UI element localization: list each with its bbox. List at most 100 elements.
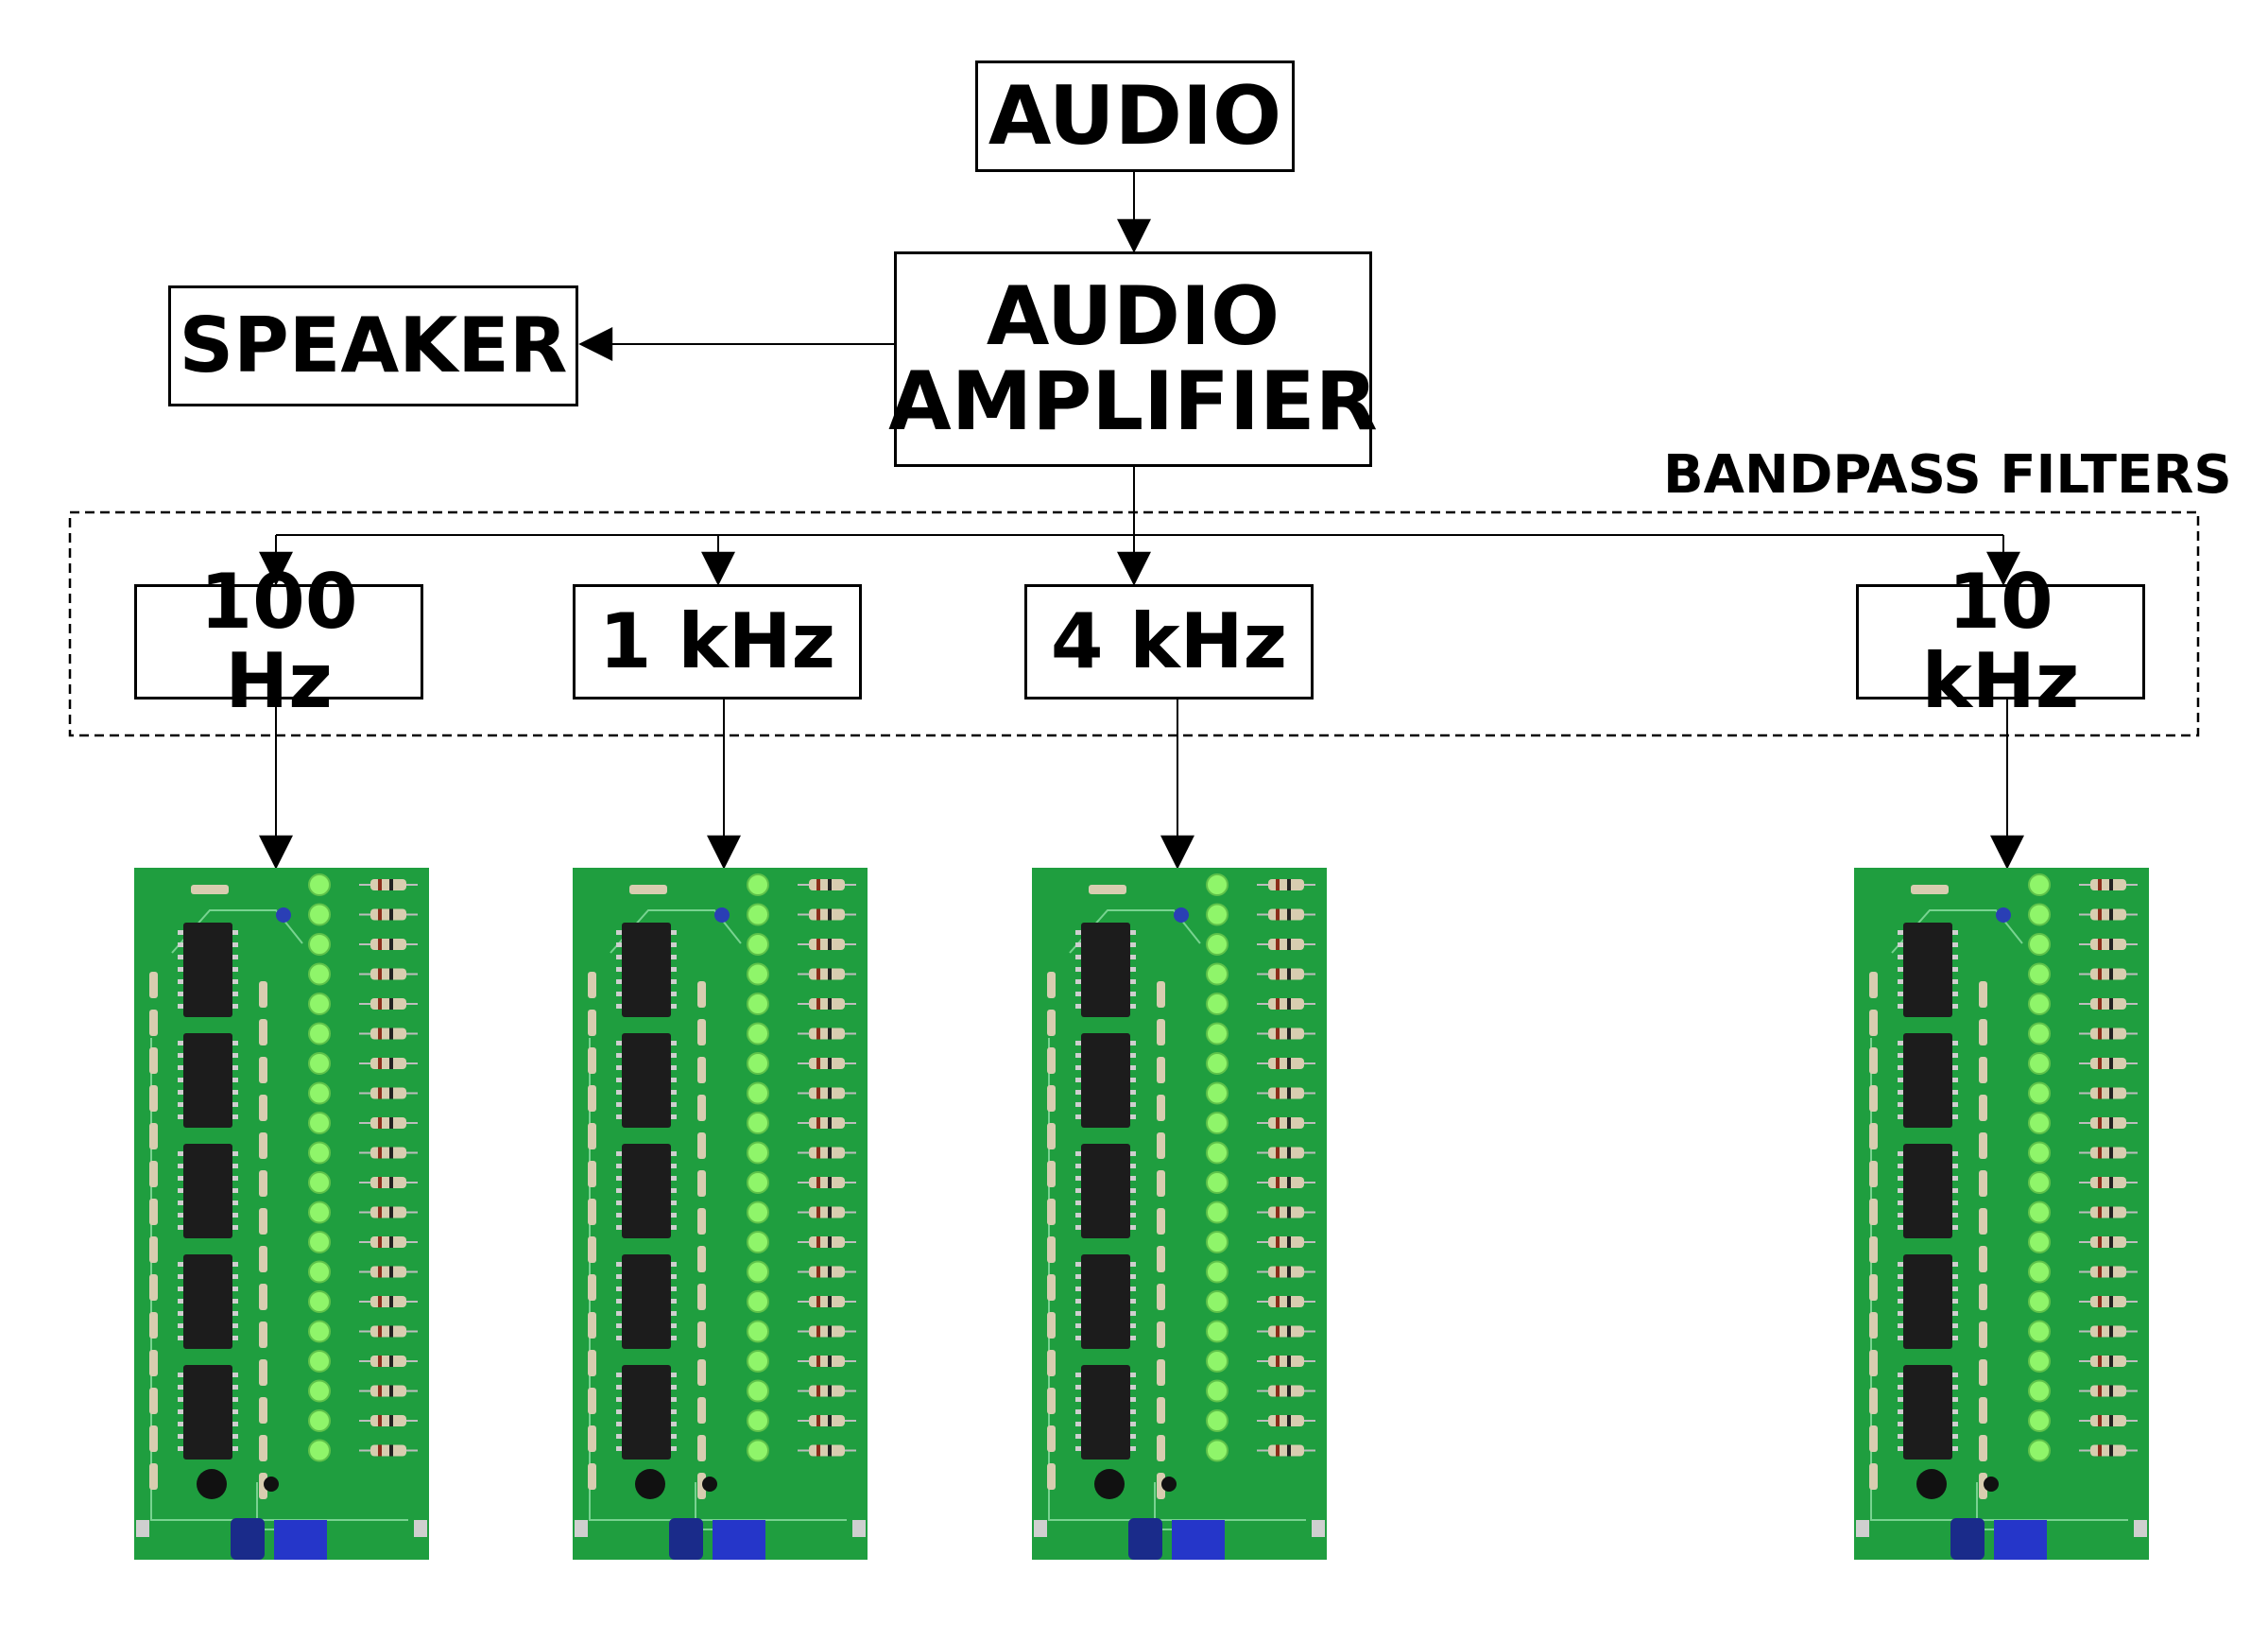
resistor: [149, 1388, 158, 1414]
ic-pin: [671, 1201, 677, 1205]
amplifier-label-line2: AMPLIFIER: [888, 354, 1378, 449]
resistor-band: [816, 1266, 820, 1278]
ic-pin: [616, 1164, 622, 1168]
led: [1206, 1171, 1228, 1194]
ic-pin: [1898, 1385, 1903, 1390]
resistor-band: [378, 1356, 382, 1367]
resistor: [809, 1325, 845, 1338]
resistor: [1157, 1246, 1165, 1272]
ic-pin: [232, 1446, 238, 1451]
resistor: [809, 1206, 845, 1218]
resistor: [1869, 1123, 1878, 1149]
ic-pin: [1075, 1201, 1081, 1205]
resistor-band: [828, 1356, 832, 1367]
resistor: [259, 1359, 267, 1386]
resistor: [1979, 981, 1987, 1008]
ic-pin: [1898, 1213, 1903, 1218]
ic-pin: [1130, 1053, 1136, 1058]
resistor-band: [828, 1236, 832, 1248]
resistor-band: [2109, 1087, 2113, 1099]
resistor: [588, 1161, 596, 1187]
ic-pin: [1130, 1090, 1136, 1095]
ic-pin: [178, 1287, 183, 1291]
resistor-band: [816, 1296, 820, 1307]
resistor-band: [828, 998, 832, 1010]
resistor-band: [378, 1177, 382, 1188]
resistor: [1979, 1473, 1987, 1499]
resistor: [259, 1095, 267, 1121]
resistor: [1979, 1359, 1987, 1386]
resistor: [1268, 998, 1304, 1010]
resistor-band: [2109, 1325, 2113, 1338]
led: [308, 1231, 331, 1253]
resistor-band: [2109, 1206, 2113, 1218]
resistor: [370, 998, 406, 1010]
resistor: [1979, 1284, 1987, 1310]
resistor: [809, 1117, 845, 1129]
resistor: [1157, 1208, 1165, 1235]
resistor-band: [1276, 1028, 1280, 1040]
ic-pin: [1075, 1397, 1081, 1402]
led: [308, 1052, 331, 1075]
ic-pin: [1952, 1336, 1958, 1340]
ic-pin: [1075, 1311, 1081, 1316]
resistor-band: [2098, 1087, 2102, 1099]
resistor: [809, 998, 845, 1010]
ic-pin: [616, 1434, 622, 1439]
resistor-band: [378, 1147, 382, 1159]
resistor-band: [1276, 1296, 1280, 1307]
ic-pin: [671, 1299, 677, 1304]
led: [1206, 1260, 1228, 1284]
ic-pin: [1130, 1262, 1136, 1267]
resistor-band: [2109, 998, 2113, 1010]
led: [1206, 1379, 1228, 1403]
resistor: [697, 1132, 706, 1159]
resistor-band: [2109, 1444, 2113, 1457]
led: [1206, 1320, 1228, 1343]
led: [2028, 1201, 2051, 1224]
resistor: [149, 1047, 158, 1074]
resistor-band: [1276, 1058, 1280, 1069]
led: [308, 1350, 331, 1373]
filter-100hz: 100 Hz: [134, 562, 423, 721]
ic-pin: [1075, 1274, 1081, 1279]
ic-pin: [1952, 992, 1958, 996]
resistor: [1047, 1047, 1056, 1074]
resistor-band: [816, 1117, 820, 1129]
ic-pin: [1130, 930, 1136, 935]
ic-pin: [671, 1213, 677, 1218]
ic-pin: [232, 1053, 238, 1058]
ic-pin: [1952, 1188, 1958, 1193]
resistor: [1869, 1463, 1878, 1490]
ic-pin: [178, 930, 183, 935]
resistor-band: [1287, 968, 1291, 980]
ic-pin: [178, 955, 183, 959]
ic-pin: [1130, 1311, 1136, 1316]
resistor: [2090, 879, 2126, 890]
resistor-band: [378, 939, 382, 950]
resistor-band: [389, 1325, 393, 1338]
resistor: [1979, 1321, 1987, 1348]
resistor: [697, 1095, 706, 1121]
ic-pin: [616, 979, 622, 984]
ic-pin: [1898, 1188, 1903, 1193]
resistor-band: [378, 1266, 382, 1278]
ic-pin: [1952, 1041, 1958, 1045]
resistor-band: [1276, 1087, 1280, 1099]
led: [747, 1171, 769, 1194]
ic-pin: [1952, 1114, 1958, 1119]
resistor: [370, 1296, 406, 1307]
ic-pin: [1130, 1102, 1136, 1107]
ic-pin: [232, 1151, 238, 1156]
led: [308, 1141, 331, 1165]
ic-pin: [616, 1213, 622, 1218]
led: [1206, 1231, 1228, 1253]
resistor: [259, 1473, 267, 1499]
ic-pin: [1130, 967, 1136, 972]
resistor-band: [378, 1296, 382, 1307]
resistor: [370, 939, 406, 950]
ic-pin: [232, 1188, 238, 1193]
ic-pin: [616, 930, 622, 935]
resistor-band: [2109, 1117, 2113, 1129]
resistor: [370, 1415, 406, 1426]
